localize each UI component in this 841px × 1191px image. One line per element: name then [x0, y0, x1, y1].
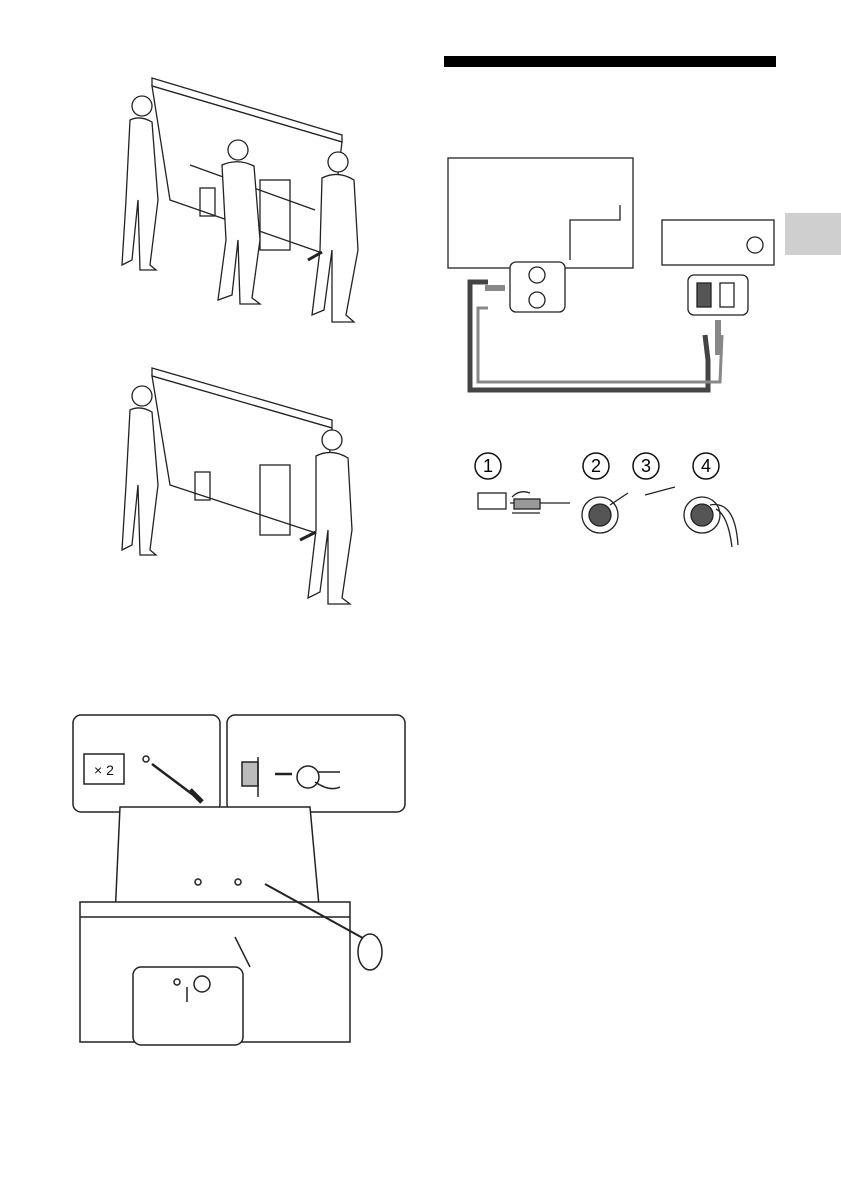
section-header-bar [444, 56, 776, 67]
step-4-number: 4 [701, 456, 711, 476]
two-people-carrying-tv-illustration [110, 360, 370, 610]
screw-multiplier-label: × 2 [94, 762, 114, 778]
three-people-carrying-tv-illustration [110, 70, 370, 330]
bracket-detail-box [133, 967, 243, 1045]
tv-to-amplifier-connection-illustration [440, 150, 785, 400]
step-3-number: 3 [641, 456, 651, 476]
step-1-number: 1 [483, 456, 493, 476]
step-number-row: 1 2 3 4 [470, 448, 730, 484]
step-2-number: 2 [591, 456, 601, 476]
tv-mounting-detail-illustration: × 2 [70, 712, 410, 1047]
speaker-wire-steps-illustration [470, 485, 760, 550]
chapter-side-tab [785, 213, 841, 255]
